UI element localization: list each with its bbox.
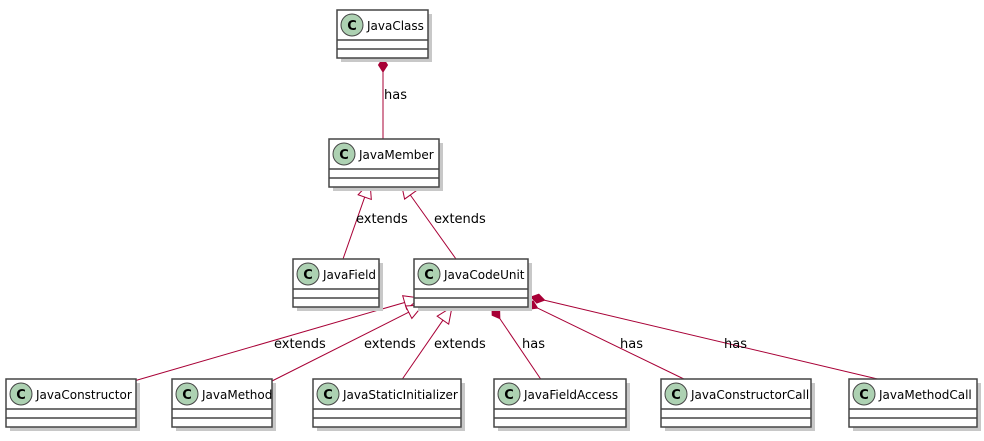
class-stereotype-letter: C: [303, 268, 313, 283]
relation-label: has: [384, 88, 407, 103]
class-name: JavaMember: [358, 148, 434, 162]
class-stereotype-letter: C: [347, 19, 357, 34]
relation-line: [271, 311, 409, 382]
class-name: JavaField: [322, 268, 376, 282]
class-name: JavaMethodCall: [878, 388, 972, 402]
relation-JavaCodeUnit-JavaStaticInitializer[interactable]: extends: [400, 305, 486, 382]
relation-line: [499, 318, 543, 382]
relation-JavaMember-JavaField[interactable]: extends: [342, 180, 408, 260]
inheritance-arrowhead: [436, 305, 453, 325]
class-stereotype-icon: [175, 382, 199, 406]
class-stereotype-icon: [340, 13, 364, 37]
relation-label: has: [522, 337, 545, 352]
relation-line: [342, 196, 366, 260]
class-stereotype-icon: [296, 262, 320, 286]
relation-label: extends: [434, 337, 486, 352]
relation-label: extends: [364, 337, 416, 352]
relation-JavaClass-JavaMember[interactable]: has: [377, 57, 408, 139]
class-name: JavaFieldAccess: [523, 388, 618, 402]
class-JavaMethod[interactable]: C JavaMethod: [171, 378, 276, 431]
class-name: JavaConstructor: [35, 388, 132, 402]
relation-JavaCodeUnit-JavaMethodCall[interactable]: has: [530, 293, 887, 382]
class-name: JavaStaticInitializer: [342, 388, 458, 402]
relation-JavaCodeUnit-JavaConstructorCall[interactable]: has: [524, 300, 689, 382]
relation-line: [409, 194, 457, 260]
relation-label: has: [620, 337, 643, 352]
class-JavaCodeUnit[interactable]: C JavaCodeUnit: [413, 258, 532, 311]
relation-edges: has extends extends extends extends extends ha…: [133, 57, 887, 382]
class-stereotype-icon: [664, 382, 688, 406]
class-stereotype-letter: C: [323, 388, 333, 403]
class-stereotype-letter: C: [424, 268, 434, 283]
class-stereotype-letter: C: [671, 388, 681, 403]
relation-label: has: [724, 337, 747, 352]
composition-diamond: [530, 293, 546, 304]
class-box: [660, 378, 812, 428]
relation-line: [544, 299, 887, 382]
relation-label: extends: [434, 212, 486, 227]
class-JavaField[interactable]: C JavaField: [292, 258, 383, 311]
class-stereotype-letter: C: [339, 148, 349, 163]
relation-label: extends: [274, 337, 326, 352]
class-stereotype-letter: C: [504, 388, 514, 403]
class-name: JavaMethod: [201, 388, 272, 402]
class-JavaFieldAccess[interactable]: C JavaFieldAccess: [493, 378, 630, 431]
class-stereotype-icon: [497, 382, 521, 406]
class-JavaMember[interactable]: C JavaMember: [328, 138, 443, 191]
class-stereotype-icon: [417, 262, 441, 286]
class-name: JavaConstructorCall: [690, 388, 809, 402]
relation-line: [133, 301, 405, 382]
relation-label: extends: [356, 212, 408, 227]
class-JavaConstructor[interactable]: C JavaConstructor: [5, 378, 140, 431]
class-name: JavaCodeUnit: [443, 268, 525, 282]
class-JavaMethodCall[interactable]: C JavaMethodCall: [848, 378, 981, 431]
relation-line: [537, 307, 689, 382]
class-stereotype-letter: C: [16, 388, 26, 403]
class-name: JavaClass: [366, 19, 424, 33]
relation-line: [400, 319, 444, 382]
class-stereotype-letter: C: [182, 388, 192, 403]
class-JavaClass[interactable]: C JavaClass: [336, 9, 432, 62]
class-JavaStaticInitializer[interactable]: C JavaStaticInitializer: [312, 378, 465, 431]
relation-JavaMember-JavaCodeUnit[interactable]: extends: [400, 180, 486, 260]
class-stereotype-icon: [316, 382, 340, 406]
class-stereotype-icon: [332, 142, 356, 166]
class-stereotype-icon: [852, 382, 876, 406]
class-box: [312, 378, 462, 428]
relation-JavaCodeUnit-JavaFieldAccess[interactable]: has: [491, 306, 545, 382]
class-JavaConstructorCall[interactable]: C JavaConstructorCall: [660, 378, 815, 431]
class-stereotype-icon: [9, 382, 33, 406]
class-stereotype-letter: C: [859, 388, 869, 403]
